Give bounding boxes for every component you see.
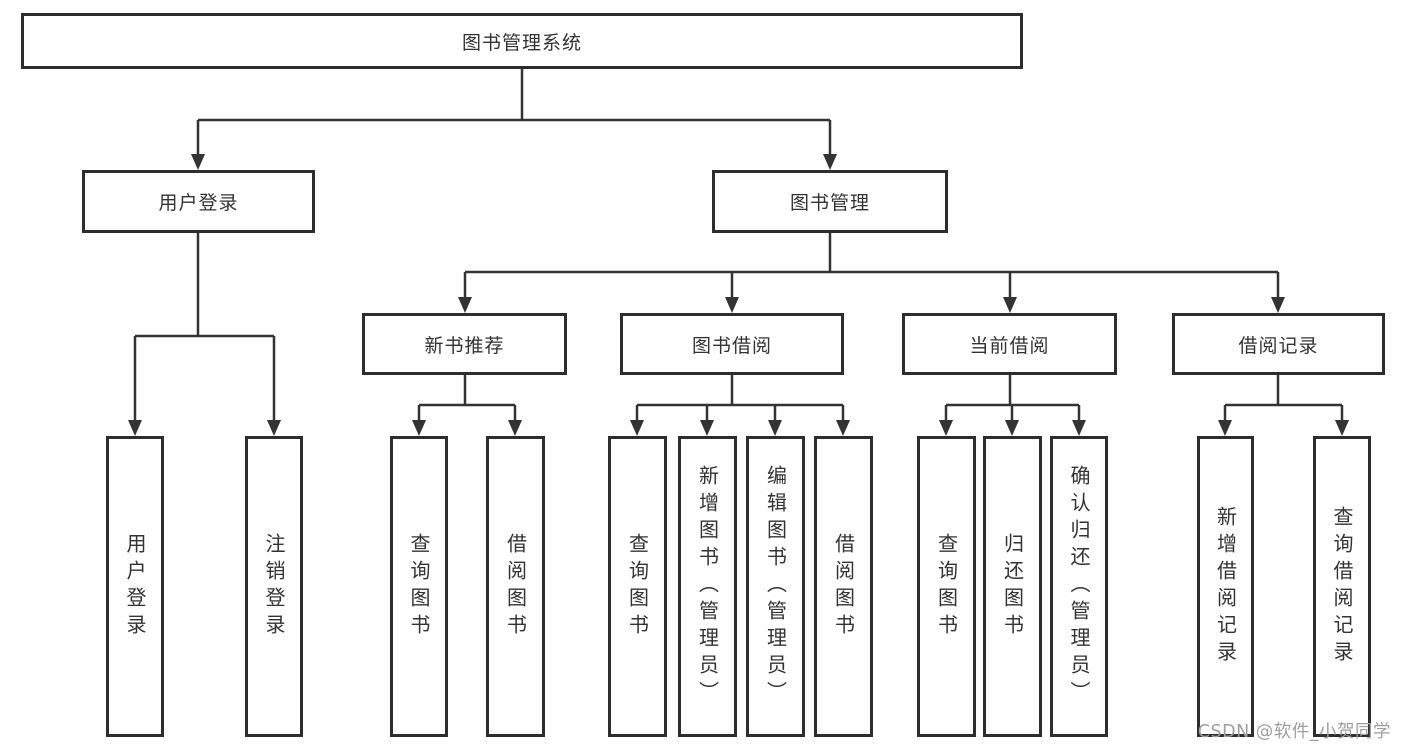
connector-root	[196, 69, 832, 155]
node-label: 图书管理系统	[461, 31, 582, 54]
leaf-logout: 注销登录	[245, 436, 303, 737]
node-label: 当前借阅	[969, 334, 1050, 357]
leaf-newbook-query: 查询图书	[390, 436, 448, 737]
leaf-borrow-edit-admin: 编辑图书（管理员）	[746, 436, 805, 737]
leaf-label: 新增图书（管理员）	[695, 465, 720, 708]
node-book-management: 图书管理	[712, 170, 948, 233]
leaf-label: 用户登录	[123, 532, 147, 641]
leaf-add-borrow-record: 新增借阅记录	[1197, 436, 1254, 737]
csdn-watermark: CSDN @软件_小贺同学	[1197, 722, 1391, 742]
leaf-label: 注销登录	[262, 532, 286, 641]
leaf-label: 借阅图书	[503, 532, 528, 641]
connector-borrow-record	[1223, 375, 1344, 421]
leaf-label: 查询图书	[625, 532, 650, 641]
node-label: 图书管理	[789, 192, 870, 214]
leaf-label: 新增借阅记录	[1213, 505, 1238, 668]
leaf-borrow-add-admin: 新增图书（管理员）	[678, 436, 737, 737]
connector-current-borrow	[944, 375, 1081, 421]
node-root-system: 图书管理系统	[21, 13, 1023, 69]
connector-book-borrow	[635, 375, 845, 421]
connector-new-book	[417, 375, 517, 421]
node-label: 借阅记录	[1238, 334, 1319, 357]
leaf-label: 编辑图书（管理员）	[763, 465, 788, 708]
leaf-borrow-book: 借阅图书	[814, 436, 873, 737]
node-book-borrow: 图书借阅	[620, 313, 844, 375]
node-label: 新书推荐	[424, 334, 505, 357]
leaf-query-borrow-record: 查询借阅记录	[1313, 436, 1371, 737]
leaf-user-login: 用户登录	[106, 436, 164, 737]
leaf-label: 查询借阅记录	[1330, 505, 1354, 668]
connector-user-login	[133, 233, 276, 421]
leaf-label: 归还图书	[1000, 532, 1025, 641]
leaf-borrow-query: 查询图书	[608, 436, 667, 737]
leaf-newbook-borrow: 借阅图书	[486, 436, 545, 737]
leaf-confirm-return-admin: 确认归还（管理员）	[1050, 436, 1108, 737]
node-label: 用户登录	[158, 192, 239, 214]
node-user-login-group: 用户登录	[82, 170, 315, 233]
leaf-return-book: 归还图书	[983, 436, 1042, 737]
leaf-label: 确认归还（管理员）	[1067, 465, 1091, 708]
leaf-current-query: 查询图书	[917, 436, 976, 737]
node-current-borrow: 当前借阅	[902, 313, 1117, 375]
leaf-label: 查询图书	[407, 532, 431, 641]
node-borrow-record: 借阅记录	[1172, 313, 1385, 375]
node-new-book-recommend: 新书推荐	[362, 313, 567, 375]
node-label: 图书借阅	[691, 334, 772, 357]
connector-book-management	[463, 233, 1280, 298]
leaf-label: 查询图书	[934, 532, 959, 641]
leaf-label: 借阅图书	[831, 532, 856, 641]
